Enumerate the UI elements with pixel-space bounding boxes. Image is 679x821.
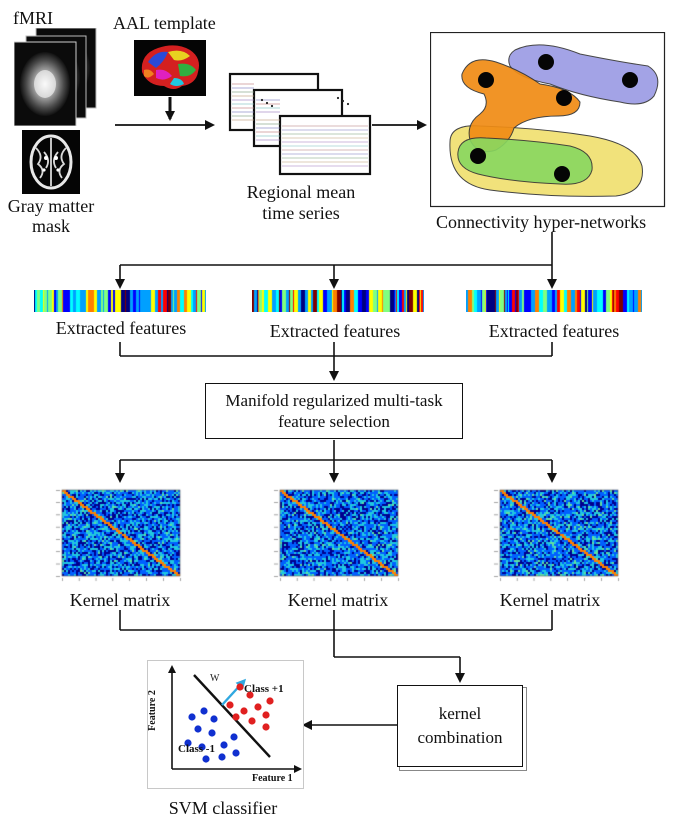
- class-pos-points: [226, 683, 274, 731]
- class-neg-label: Class -1: [178, 743, 215, 755]
- feature-selection-line1: Manifold regularized multi-task: [225, 391, 443, 410]
- kernel-matrix-label-3: Kernel matrix: [499, 590, 601, 610]
- class-pos-point: [254, 703, 262, 711]
- feature-strip-2: [252, 290, 424, 312]
- class-neg-point: [208, 729, 216, 737]
- network-node: [556, 90, 572, 106]
- hypernetwork-label: Connectivity hyper-networks: [436, 212, 647, 232]
- extracted-features-label-2: Extracted features: [269, 321, 401, 341]
- class-pos-point: [240, 707, 248, 715]
- class-neg-point: [188, 713, 196, 721]
- network-node: [554, 166, 570, 182]
- gray-matter-mask-image: [22, 130, 80, 194]
- kernel-combination-box: kernel combination: [397, 685, 523, 767]
- kernel-matrix-1: [54, 486, 182, 582]
- fmri-label: fMRI: [13, 8, 53, 28]
- class-neg-points: [184, 707, 240, 763]
- x-axis-label: Feature 1: [252, 773, 293, 784]
- kernel-matrix-label-1: Kernel matrix: [69, 590, 171, 610]
- svm-plot: [168, 665, 302, 773]
- class-pos-point: [262, 711, 270, 719]
- aal-atlas-image: [134, 40, 206, 96]
- class-neg-point: [220, 741, 228, 749]
- feature-selection-box: Manifold regularized multi-task feature …: [205, 383, 463, 439]
- network-node: [470, 148, 486, 164]
- class-pos-point: [262, 723, 270, 731]
- kernel-combination-line1: kernel: [438, 704, 482, 723]
- network-node: [538, 54, 554, 70]
- extracted-features-label-3: Extracted features: [488, 321, 620, 341]
- class-neg-point: [202, 755, 210, 763]
- svm-classifier-panel: W Class +1 Class -1 Feature 1 Feature 2: [147, 660, 304, 789]
- time-series-label-line1: Regional mean: [246, 182, 356, 202]
- hypernetwork-nodes: [470, 54, 638, 182]
- kernel-matrix-label-2: Kernel matrix: [287, 590, 389, 610]
- class-neg-point: [194, 725, 202, 733]
- class-neg-point: [230, 733, 238, 741]
- class-neg-point: [210, 715, 218, 723]
- class-neg-point: [232, 749, 240, 757]
- aal-template-label: AAL template: [113, 13, 216, 33]
- class-pos-point: [226, 701, 234, 709]
- gray-matter-label-line2: mask: [32, 216, 70, 236]
- class-pos-point: [232, 713, 240, 721]
- class-pos-point: [246, 691, 254, 699]
- gray-matter-label: Gray matter mask: [0, 196, 102, 236]
- y-axis-label: Feature 2: [146, 690, 158, 731]
- class-neg-point: [198, 743, 206, 751]
- extracted-features-label-1: Extracted features: [55, 318, 187, 338]
- gray-matter-label-line1: Gray matter: [7, 196, 95, 216]
- time-series-stack: [228, 72, 372, 176]
- hypernetwork-diagram: [430, 32, 666, 208]
- network-node: [478, 72, 494, 88]
- class-neg-point: [218, 753, 226, 761]
- svm-classifier-label: SVM classifier: [168, 798, 278, 818]
- kernel-combination-line2: combination: [417, 728, 503, 747]
- feature-selection-line2: feature selection: [278, 412, 390, 431]
- feature-strip-3: [466, 290, 642, 312]
- weight-label: W: [210, 673, 220, 684]
- class-pos-point: [266, 697, 274, 705]
- class-pos-point: [248, 717, 256, 725]
- class-neg-point: [184, 739, 192, 747]
- time-series-label-line2: time series: [262, 203, 340, 223]
- class-neg-point: [200, 707, 208, 715]
- class-pos-point: [236, 683, 244, 691]
- fmri-scan-stack: [14, 28, 97, 126]
- time-series-label: Regional mean time series: [226, 182, 376, 224]
- class-pos-label: Class +1: [244, 683, 284, 695]
- kernel-matrix-3: [492, 486, 620, 582]
- kernel-matrix-2: [272, 486, 400, 582]
- feature-strip-1: [34, 290, 206, 312]
- decision-boundary: [193, 674, 271, 758]
- network-node: [622, 72, 638, 88]
